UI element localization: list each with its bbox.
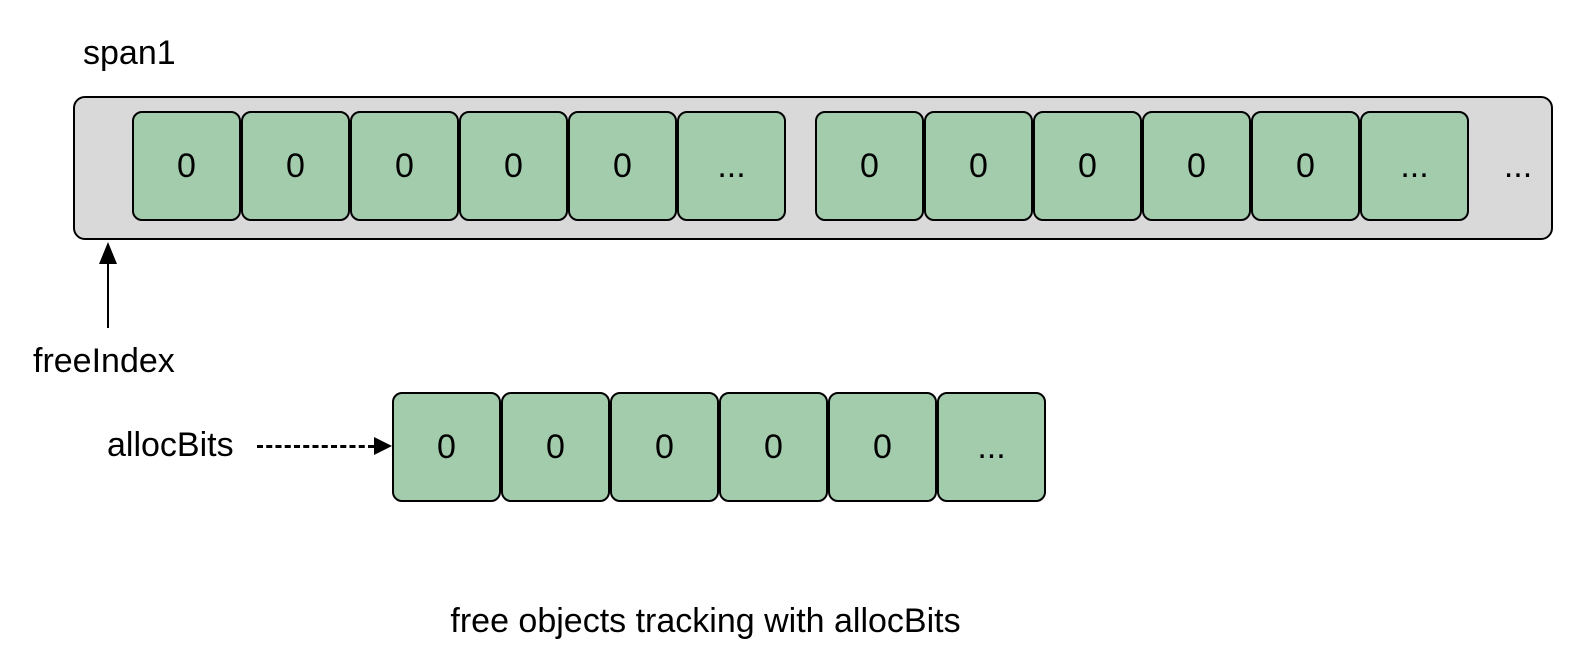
span-trailing-ellipsis: ...: [1503, 147, 1533, 185]
alloc-bit-cell: 0: [610, 392, 719, 502]
object-cell: 0: [815, 111, 924, 221]
alloc-bits-dashed-line: [257, 445, 374, 448]
object-cell: 0: [924, 111, 1033, 221]
object-cell: 0: [459, 111, 568, 221]
span-title: span1: [83, 34, 176, 72]
object-cell-group-2: 0 0 0 0 0 ...: [815, 111, 1469, 221]
object-cell: 0: [1142, 111, 1251, 221]
alloc-bits-row: 0 0 0 0 0 ...: [392, 392, 1046, 502]
alloc-bit-cell: 0: [392, 392, 501, 502]
span-container: 0 0 0 0 0 ... 0 0 0 0 0 ... ...: [73, 96, 1553, 240]
alloc-bit-cell: 0: [501, 392, 610, 502]
object-cell: 0: [568, 111, 677, 221]
object-cell: 0: [1033, 111, 1142, 221]
object-cell-ellipsis: ...: [1360, 111, 1469, 221]
alloc-bits-arrowhead-icon: [374, 437, 392, 455]
object-cell-group-1: 0 0 0 0 0 ...: [132, 111, 786, 221]
free-index-label: freeIndex: [33, 342, 175, 380]
free-index-arrow-line: [107, 262, 109, 328]
free-index-arrowhead-icon: [99, 242, 117, 264]
object-cell: 0: [241, 111, 350, 221]
alloc-bit-cell-ellipsis: ...: [937, 392, 1046, 502]
object-cell: 0: [350, 111, 459, 221]
object-cell: 0: [1251, 111, 1360, 221]
object-cell-ellipsis: ...: [677, 111, 786, 221]
object-cell: 0: [132, 111, 241, 221]
diagram-caption: free objects tracking with allocBits: [450, 602, 961, 640]
alloc-bit-cell: 0: [828, 392, 937, 502]
alloc-bit-cell: 0: [719, 392, 828, 502]
alloc-bits-label: allocBits: [107, 426, 234, 464]
